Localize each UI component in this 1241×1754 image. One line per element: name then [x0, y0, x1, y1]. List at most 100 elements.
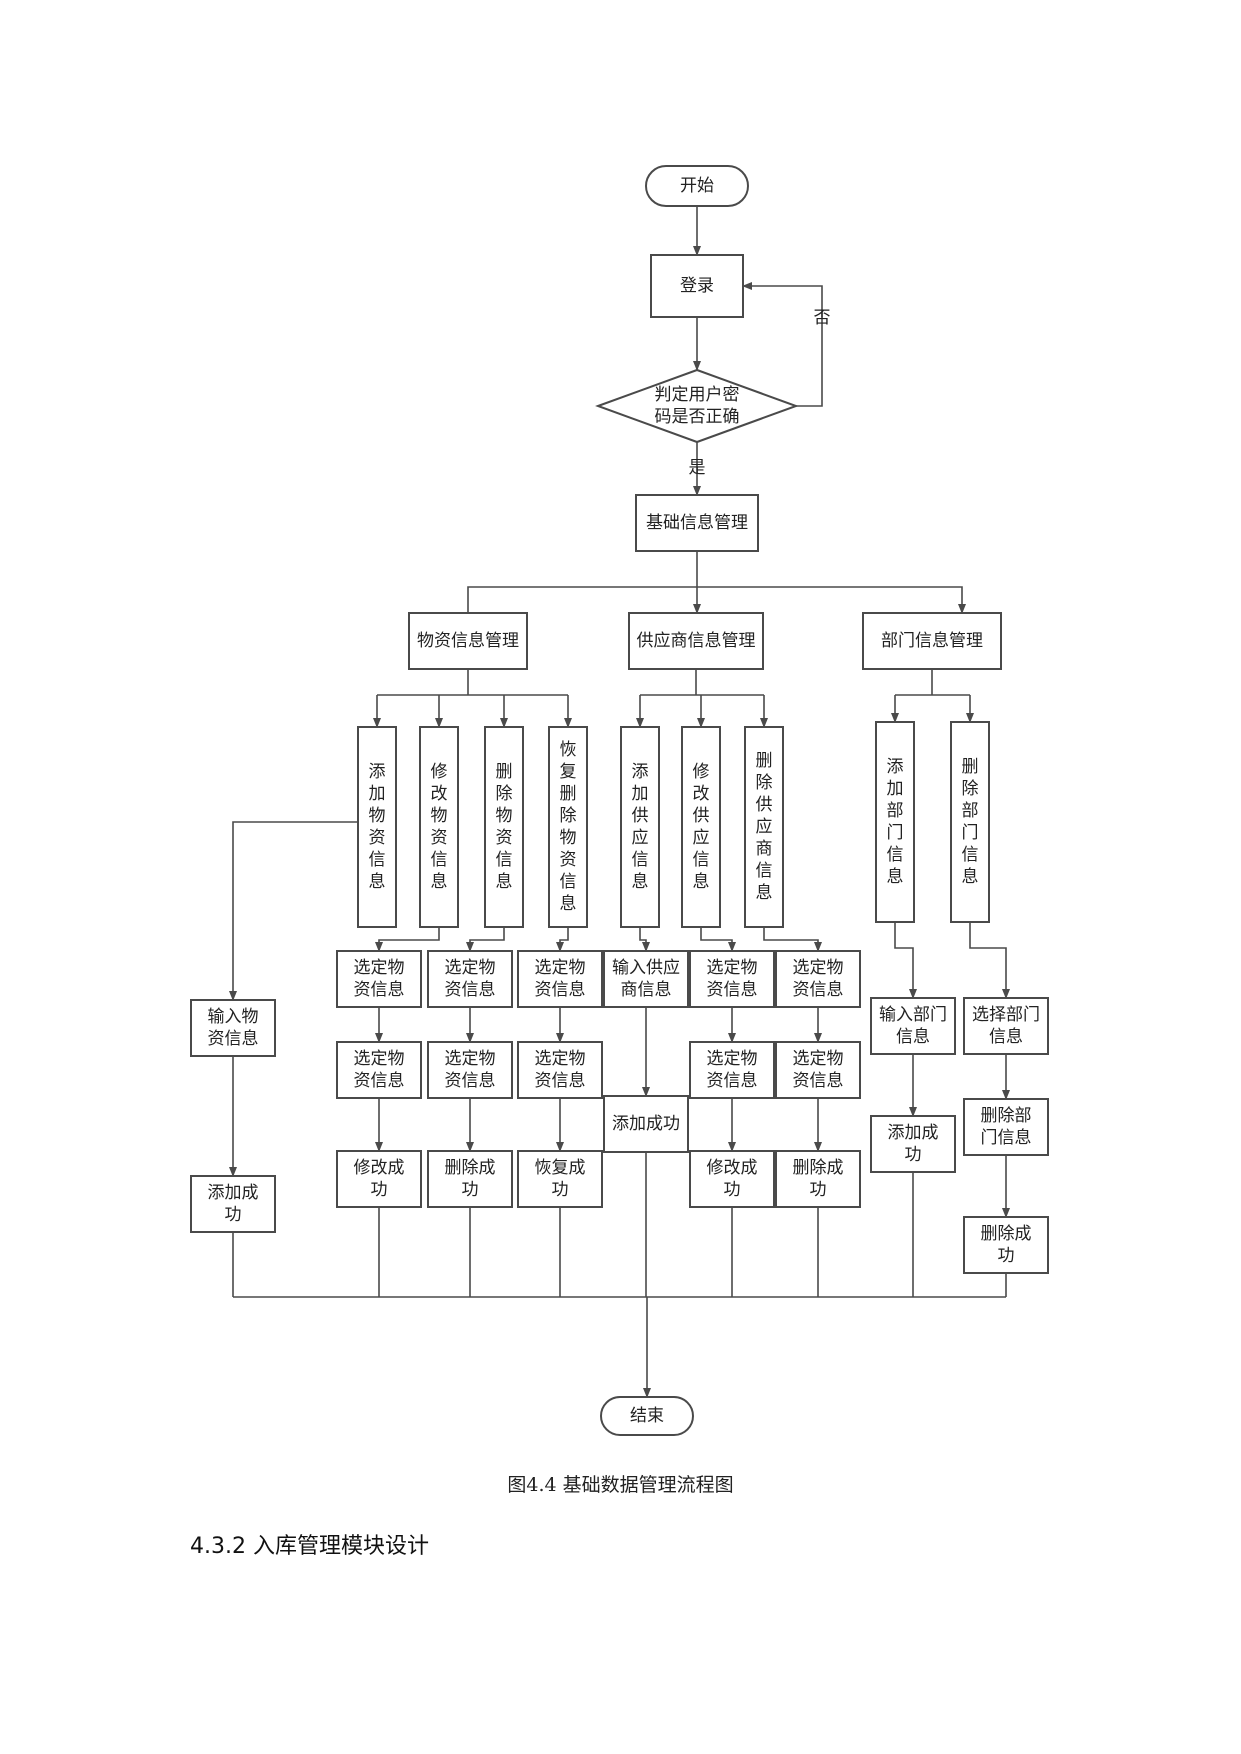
edge-23	[375, 927, 440, 952]
svg-text:资信息: 资信息	[535, 1071, 586, 1091]
svg-text:除: 除	[560, 806, 577, 826]
svg-text:选定物: 选定物	[445, 958, 496, 978]
flowchart-edges	[229, 206, 1010, 1398]
svg-text:息: 息	[560, 894, 577, 914]
svg-text:删除成: 删除成	[981, 1224, 1032, 1244]
svg-text:除: 除	[962, 779, 979, 799]
svg-text:除: 除	[756, 773, 773, 793]
svg-text:资: 资	[496, 828, 513, 848]
svg-text:信: 信	[962, 845, 979, 865]
svg-text:选定物: 选定物	[793, 958, 844, 978]
node-s-add-ok: 添加成功	[603, 1095, 689, 1153]
svg-text:开始: 开始	[680, 176, 714, 196]
svg-text:加: 加	[887, 779, 904, 799]
svg-text:应: 应	[756, 817, 773, 837]
edge-42	[969, 922, 1010, 999]
node-d-add-ok: 添加成功	[870, 1115, 956, 1173]
svg-text:修: 修	[431, 762, 448, 782]
svg-text:信息: 信息	[896, 1027, 930, 1047]
svg-text:资: 资	[431, 828, 448, 848]
svg-text:门: 门	[887, 823, 904, 843]
node-sup: 供应商信息管理	[628, 612, 764, 670]
svg-text:信息: 信息	[989, 1027, 1023, 1047]
svg-text:添加成: 添加成	[888, 1123, 939, 1143]
svg-text:删除成: 删除成	[793, 1158, 844, 1178]
svg-text:选定物: 选定物	[535, 1049, 586, 1069]
svg-text:物: 物	[560, 828, 577, 848]
svg-text:资信息: 资信息	[535, 980, 586, 1000]
svg-text:供: 供	[632, 806, 649, 826]
svg-text:功: 功	[810, 1180, 827, 1200]
svg-text:复: 复	[560, 762, 577, 782]
svg-text:选定物: 选定物	[707, 1049, 758, 1069]
svg-text:信: 信	[756, 861, 773, 881]
svg-text:应: 应	[632, 828, 649, 848]
svg-text:物: 物	[369, 806, 386, 826]
svg-text:修改成: 修改成	[354, 1158, 405, 1178]
svg-text:部门信息管理: 部门信息管理	[881, 631, 983, 651]
node-login: 登录	[650, 254, 744, 318]
svg-text:添加成功: 添加成功	[612, 1114, 680, 1134]
svg-text:选定物: 选定物	[707, 958, 758, 978]
svg-text:信: 信	[431, 850, 448, 870]
svg-text:功: 功	[998, 1246, 1015, 1266]
svg-text:输入物: 输入物	[208, 1007, 259, 1027]
svg-text:删: 删	[756, 751, 773, 771]
edge-5	[467, 586, 966, 614]
svg-text:恢复成: 恢复成	[535, 1158, 586, 1178]
flowchart-labels: 否是	[689, 308, 831, 478]
svg-text:信: 信	[887, 845, 904, 865]
svg-text:资信息: 资信息	[793, 1071, 844, 1091]
svg-text:功: 功	[724, 1180, 741, 1200]
edge-26	[466, 927, 505, 952]
svg-text:删: 删	[560, 784, 577, 804]
svg-text:资信息: 资信息	[793, 980, 844, 1000]
svg-text:息: 息	[693, 872, 710, 892]
svg-text:输入供应: 输入供应	[612, 958, 680, 978]
svg-text:功: 功	[225, 1205, 242, 1225]
node-start: 开始	[645, 165, 749, 207]
svg-text:物资信息管理: 物资信息管理	[417, 631, 519, 651]
section-heading: 4.3.2 入库管理模块设计	[190, 1534, 429, 1559]
svg-text:商: 商	[756, 839, 773, 859]
node-end: 结束	[600, 1396, 694, 1436]
svg-text:输入部门: 输入部门	[879, 1005, 947, 1025]
svg-text:信: 信	[693, 850, 710, 870]
svg-text:基础信息管理: 基础信息管理	[646, 513, 748, 533]
svg-text:删除成: 删除成	[445, 1158, 496, 1178]
svg-text:信: 信	[632, 850, 649, 870]
svg-text:门信息: 门信息	[981, 1128, 1032, 1148]
svg-text:息: 息	[369, 872, 386, 892]
svg-text:息: 息	[962, 867, 979, 887]
svg-text:登录: 登录	[680, 276, 714, 296]
svg-text:资信息: 资信息	[445, 1071, 496, 1091]
svg-text:除: 除	[496, 784, 513, 804]
edge-37	[763, 927, 822, 952]
svg-text:修改成: 修改成	[707, 1158, 758, 1178]
svg-text:加: 加	[369, 784, 386, 804]
svg-text:息: 息	[431, 872, 448, 892]
svg-text:息: 息	[887, 867, 904, 887]
svg-text:删除部: 删除部	[981, 1106, 1032, 1126]
svg-text:应: 应	[693, 828, 710, 848]
svg-text:部: 部	[887, 801, 904, 821]
svg-text:选择部门: 选择部门	[972, 1005, 1040, 1025]
edge-29	[556, 927, 569, 952]
svg-text:选定物: 选定物	[793, 1049, 844, 1069]
